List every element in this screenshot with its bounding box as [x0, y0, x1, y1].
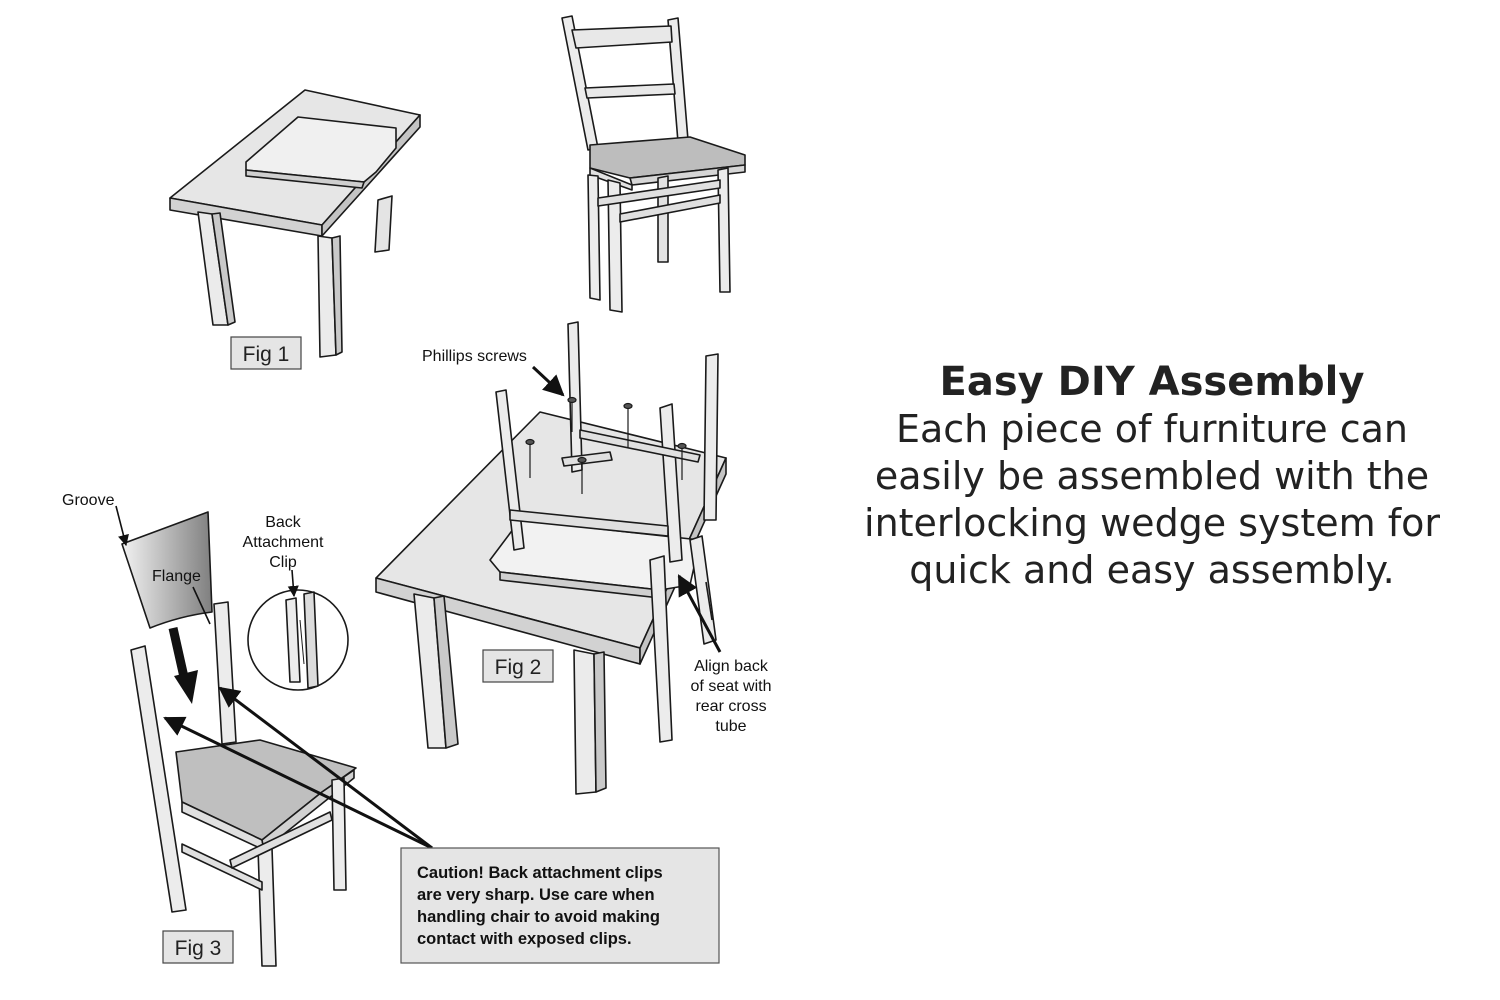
- align-label-line1: Align back: [694, 658, 769, 675]
- groove-label: Groove: [62, 492, 115, 509]
- align-label-line2: of seat with: [691, 678, 772, 695]
- caution-box: [400, 847, 720, 964]
- assembled-chair-illustration: [561, 15, 746, 313]
- leader-lines: [115, 365, 722, 850]
- flange-label: Flange: [152, 568, 201, 585]
- caution-line4: contact with exposed clips.: [417, 930, 632, 948]
- fig1-table-illustration: [169, 89, 421, 358]
- fig2-illustration: [375, 321, 727, 795]
- assembly-diagram: Fig 1 Fig 2 Fig 3 Phillips screws Groove…: [62, 15, 772, 967]
- align-label-line4: tube: [715, 718, 746, 735]
- back-clip-label-line3: Clip: [269, 554, 297, 571]
- caution-line2: are very sharp. Use care when: [417, 886, 655, 904]
- feature-title: Easy DIY Assembly: [939, 359, 1365, 405]
- back-clip-label-line1: Back: [265, 514, 302, 531]
- fig3-label-box: [162, 930, 234, 964]
- fig2-label: Fig 2: [495, 656, 542, 679]
- down-arrow-icon: [168, 627, 198, 704]
- feature-description: Each piece of furniture can easily be as…: [864, 407, 1440, 592]
- align-label-line3: rear cross: [695, 698, 766, 715]
- fig3-illustration: [121, 511, 357, 967]
- fig1-label-box: [230, 336, 302, 370]
- screw-icons: [525, 396, 687, 494]
- phillips-screws-label: Phillips screws: [422, 348, 527, 365]
- fig1-label: Fig 1: [243, 343, 290, 366]
- fig2-label-box: [482, 649, 554, 683]
- feature-text-block: Easy DIY Assembly Each piece of furnitur…: [862, 358, 1442, 594]
- caution-line1: Caution! Back attachment clips: [417, 864, 663, 882]
- back-clip-label-line2: Attachment: [243, 534, 324, 551]
- fig3-label: Fig 3: [175, 937, 222, 960]
- caution-line3: handling chair to avoid making: [417, 908, 660, 926]
